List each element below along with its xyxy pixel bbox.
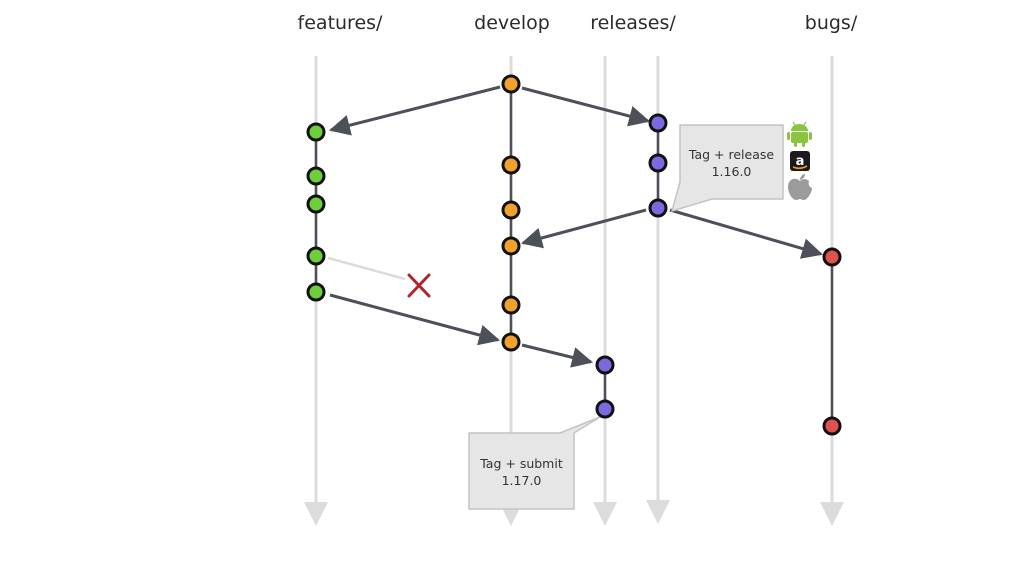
- lane-label-bugs: bugs/: [804, 12, 858, 34]
- commit-features-4: [306, 246, 326, 266]
- callout-submit-text: Tag + submit 1.17.0: [469, 455, 574, 489]
- commits: [306, 74, 842, 436]
- commit-releases-3: [648, 198, 668, 218]
- discarded-branch-line: [327, 256, 406, 281]
- commit-bugs-2: [822, 416, 842, 436]
- commit-releases-4: [595, 355, 615, 375]
- commit-develop-5: [501, 295, 521, 315]
- commit-develop-3: [501, 200, 521, 220]
- lane-label-features: features/: [297, 12, 383, 34]
- arrow-develop-to-features: [328, 85, 501, 136]
- lane-label-releases: releases/: [590, 12, 676, 34]
- svg-text:a: a: [796, 154, 805, 169]
- arrow-develop-to-releases-2: [521, 343, 594, 368]
- commit-develop-1: [501, 74, 521, 94]
- commit-bugs-1: [822, 247, 842, 267]
- commit-features-5: [306, 282, 326, 302]
- callout-release-line2: 1.16.0: [711, 164, 752, 179]
- commit-develop-2: [501, 155, 521, 175]
- callout-release-line1: Tag + release: [688, 147, 775, 162]
- callout-submit-line2: 1.17.0: [501, 473, 542, 488]
- callout-release-text: Tag + release 1.16.0: [680, 146, 783, 180]
- commit-develop-6: [501, 332, 521, 352]
- android-icon: [787, 121, 812, 147]
- branch-arrows: [328, 85, 824, 368]
- commit-develop-4: [501, 236, 521, 256]
- apple-icon: [788, 174, 812, 200]
- arrow-features-to-develop: [329, 293, 501, 346]
- commit-features-1: [306, 122, 326, 142]
- commit-features-2: [306, 166, 326, 186]
- callout-submit-bubble: [468, 416, 601, 510]
- arrow-releases-to-develop: [520, 208, 647, 249]
- amazon-icon: a: [790, 151, 810, 171]
- lane-label-develop: develop: [474, 12, 550, 34]
- callout-release-bubble: [671, 124, 784, 212]
- commit-features-3: [306, 194, 326, 214]
- commit-links: [314, 93, 834, 417]
- arrow-releases-to-bugs: [669, 208, 824, 259]
- commit-releases-5: [595, 399, 615, 419]
- callout-submit-line1: Tag + submit: [480, 456, 563, 471]
- commit-releases-2: [648, 153, 668, 173]
- commit-releases-1: [648, 113, 668, 133]
- arrow-develop-to-releases: [521, 86, 651, 127]
- x-mark-icon: [407, 273, 431, 298]
